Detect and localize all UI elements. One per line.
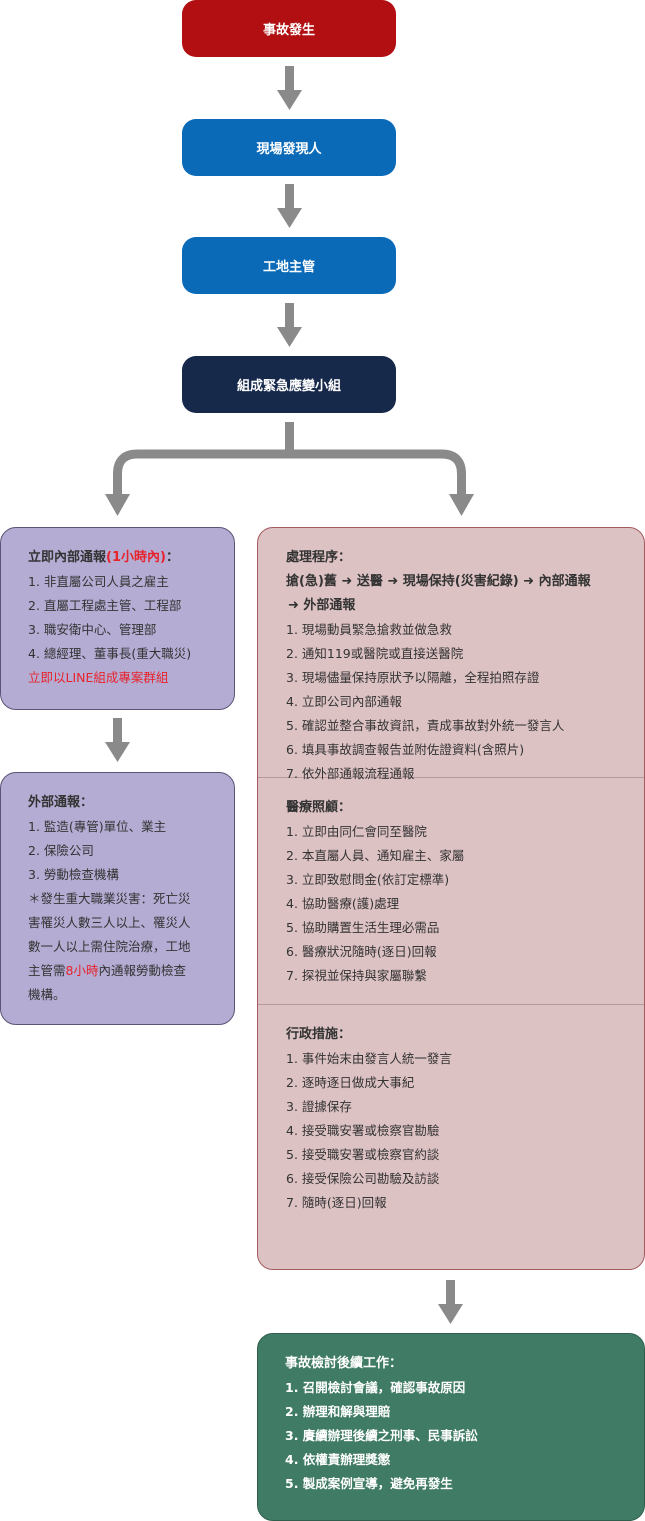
followup-item: 2. 辦理和解與理賠 <box>285 1404 391 1419</box>
process-title: 處理程序： <box>286 550 352 565</box>
followup-title: 事故檢討後續工作： <box>285 1356 403 1371</box>
medical-title: 醫療照顧： <box>286 800 352 815</box>
external-note-line: 害罹災人數三人以上、罹災人 <box>28 915 191 930</box>
arrow-right-to-followup <box>438 1280 463 1324</box>
internal-notification-box: 立即內部通報(1小時內)： 1. 非直屬公司人員之雇主 2. 直屬工程處主管、工… <box>0 527 235 710</box>
external-note-line: 機構。 <box>28 987 66 1002</box>
admin-item: 2. 逐時逐日做成大事紀 <box>286 1075 415 1090</box>
medical-item: 5. 協助購置生活生理必需品 <box>286 920 440 935</box>
process-item: 6. 填具事故調查報告並附佐證資料(含照片) <box>286 742 525 757</box>
process-item: 2. 通知119或醫院或直接送醫院 <box>286 646 464 661</box>
external-notification-title: 外部通報： <box>28 795 94 810</box>
section-divider <box>258 1004 644 1005</box>
external-note-line: ＊發生重大職業災害：死亡災 <box>28 891 191 906</box>
internal-notification-title: 立即內部通報(1小時內)： <box>28 550 179 565</box>
admin-title: 行政措施： <box>286 1027 352 1042</box>
process-item: 5. 確認並整合事故資訊，責成事故對外統一發言人 <box>286 718 565 733</box>
admin-item: 3. 證據保存 <box>286 1099 352 1114</box>
medical-item: 4. 協助醫療(護)處理 <box>286 896 400 911</box>
external-notification-box: 外部通報： 1. 監造(專管)單位、業主 2. 保險公司 3. 勞動檢查機構 ＊… <box>0 772 235 1025</box>
branch-arrow-left <box>105 494 130 516</box>
medical-item: 3. 立即致慰問金(依訂定標準) <box>286 872 450 887</box>
admin-item: 4. 接受職安署或檢察官勘驗 <box>286 1123 440 1138</box>
medical-item: 6. 醫療狀況隨時(逐日)回報 <box>286 944 437 959</box>
process-item: 4. 立即公司內部通報 <box>286 694 402 709</box>
internal-item: 4. 總經理、董事長(重大職災) <box>28 646 192 661</box>
medical-item: 1. 立即由同仁會同至醫院 <box>286 824 427 839</box>
procedures-box: 處理程序： 搶(急)舊 ➜ 送醫 ➜ 現場保持(災害紀錄) ➜ 內部通報 ➜ 外… <box>257 527 645 1270</box>
section-divider <box>258 777 644 778</box>
arrow-manager-to-team <box>277 303 302 347</box>
process-item: 1. 現場動員緊急搶救並做急救 <box>286 622 452 637</box>
emergency-team-node: 組成緊急應變小組 <box>182 356 396 413</box>
followup-item: 1. 召開檢討會議，確認事故原因 <box>285 1380 466 1395</box>
medical-section: 醫療照顧： 1. 立即由同仁會同至醫院 2. 本直屬人員、通知雇主、家屬 3. … <box>258 778 644 1004</box>
admin-section: 行政措施： 1. 事件始末由發言人統一發言 2. 逐時逐日做成大事紀 3. 證據… <box>258 1005 644 1225</box>
medical-item: 7. 探視並保持與家屬聯繫 <box>286 968 427 983</box>
followup-box: 事故檢討後續工作： 1. 召開檢討會議，確認事故原因 2. 辦理和解與理賠 3.… <box>257 1333 645 1521</box>
line-group-note: 立即以LINE組成專案群組 <box>28 670 169 685</box>
followup-item: 3. 賡續辦理後續之刑事、民事訴訟 <box>285 1428 478 1443</box>
external-item: 2. 保險公司 <box>28 843 94 858</box>
branch-connector <box>113 422 466 496</box>
internal-item: 2. 直屬工程處主管、工程部 <box>28 598 182 613</box>
process-steps: ➜ 外部通報 <box>288 598 356 613</box>
external-item: 1. 監造(專管)單位、業主 <box>28 819 167 834</box>
external-item: 3. 勞動檢查機構 <box>28 867 119 882</box>
process-steps: 搶(急)舊 ➜ 送醫 ➜ 現場保持(災害紀錄) ➜ 內部通報 <box>286 574 591 589</box>
discoverer-node: 現場發現人 <box>182 119 396 176</box>
followup-item: 4. 依權責辦理獎懲 <box>285 1452 391 1467</box>
admin-item: 5. 接受職安署或檢察官約談 <box>286 1147 440 1162</box>
accident-node: 事故發生 <box>182 0 396 57</box>
process-item: 7. 依外部通報流程通報 <box>286 766 415 781</box>
site-manager-node: 工地主管 <box>182 237 396 294</box>
followup-item: 5. 製成案例宣導，避免再發生 <box>285 1476 453 1491</box>
internal-item: 1. 非直屬公司人員之雇主 <box>28 574 169 589</box>
admin-item: 6. 接受保險公司勘驗及訪談 <box>286 1171 440 1186</box>
internal-item: 3. 職安衛中心、管理部 <box>28 622 157 637</box>
arrow-accident-to-discoverer <box>277 66 302 110</box>
admin-item: 1. 事件始末由發言人統一發言 <box>286 1051 452 1066</box>
external-note-line: 數一人以上需住院治療，工地 <box>28 939 191 954</box>
admin-item: 7. 隨時(逐日)回報 <box>286 1195 387 1210</box>
external-note-line: 主管需8小時內通報勞動檢查 <box>28 963 186 978</box>
arrow-internal-to-external <box>105 718 130 762</box>
arrow-discoverer-to-manager <box>277 184 302 228</box>
process-section: 處理程序： 搶(急)舊 ➜ 送醫 ➜ 現場保持(災害紀錄) ➜ 內部通報 ➜ 外… <box>258 528 644 781</box>
medical-item: 2. 本直屬人員、通知雇主、家屬 <box>286 848 465 863</box>
branch-arrow-right <box>449 494 474 516</box>
process-item: 3. 現場儘量保持原狀予以隔離，全程拍照存證 <box>286 670 540 685</box>
